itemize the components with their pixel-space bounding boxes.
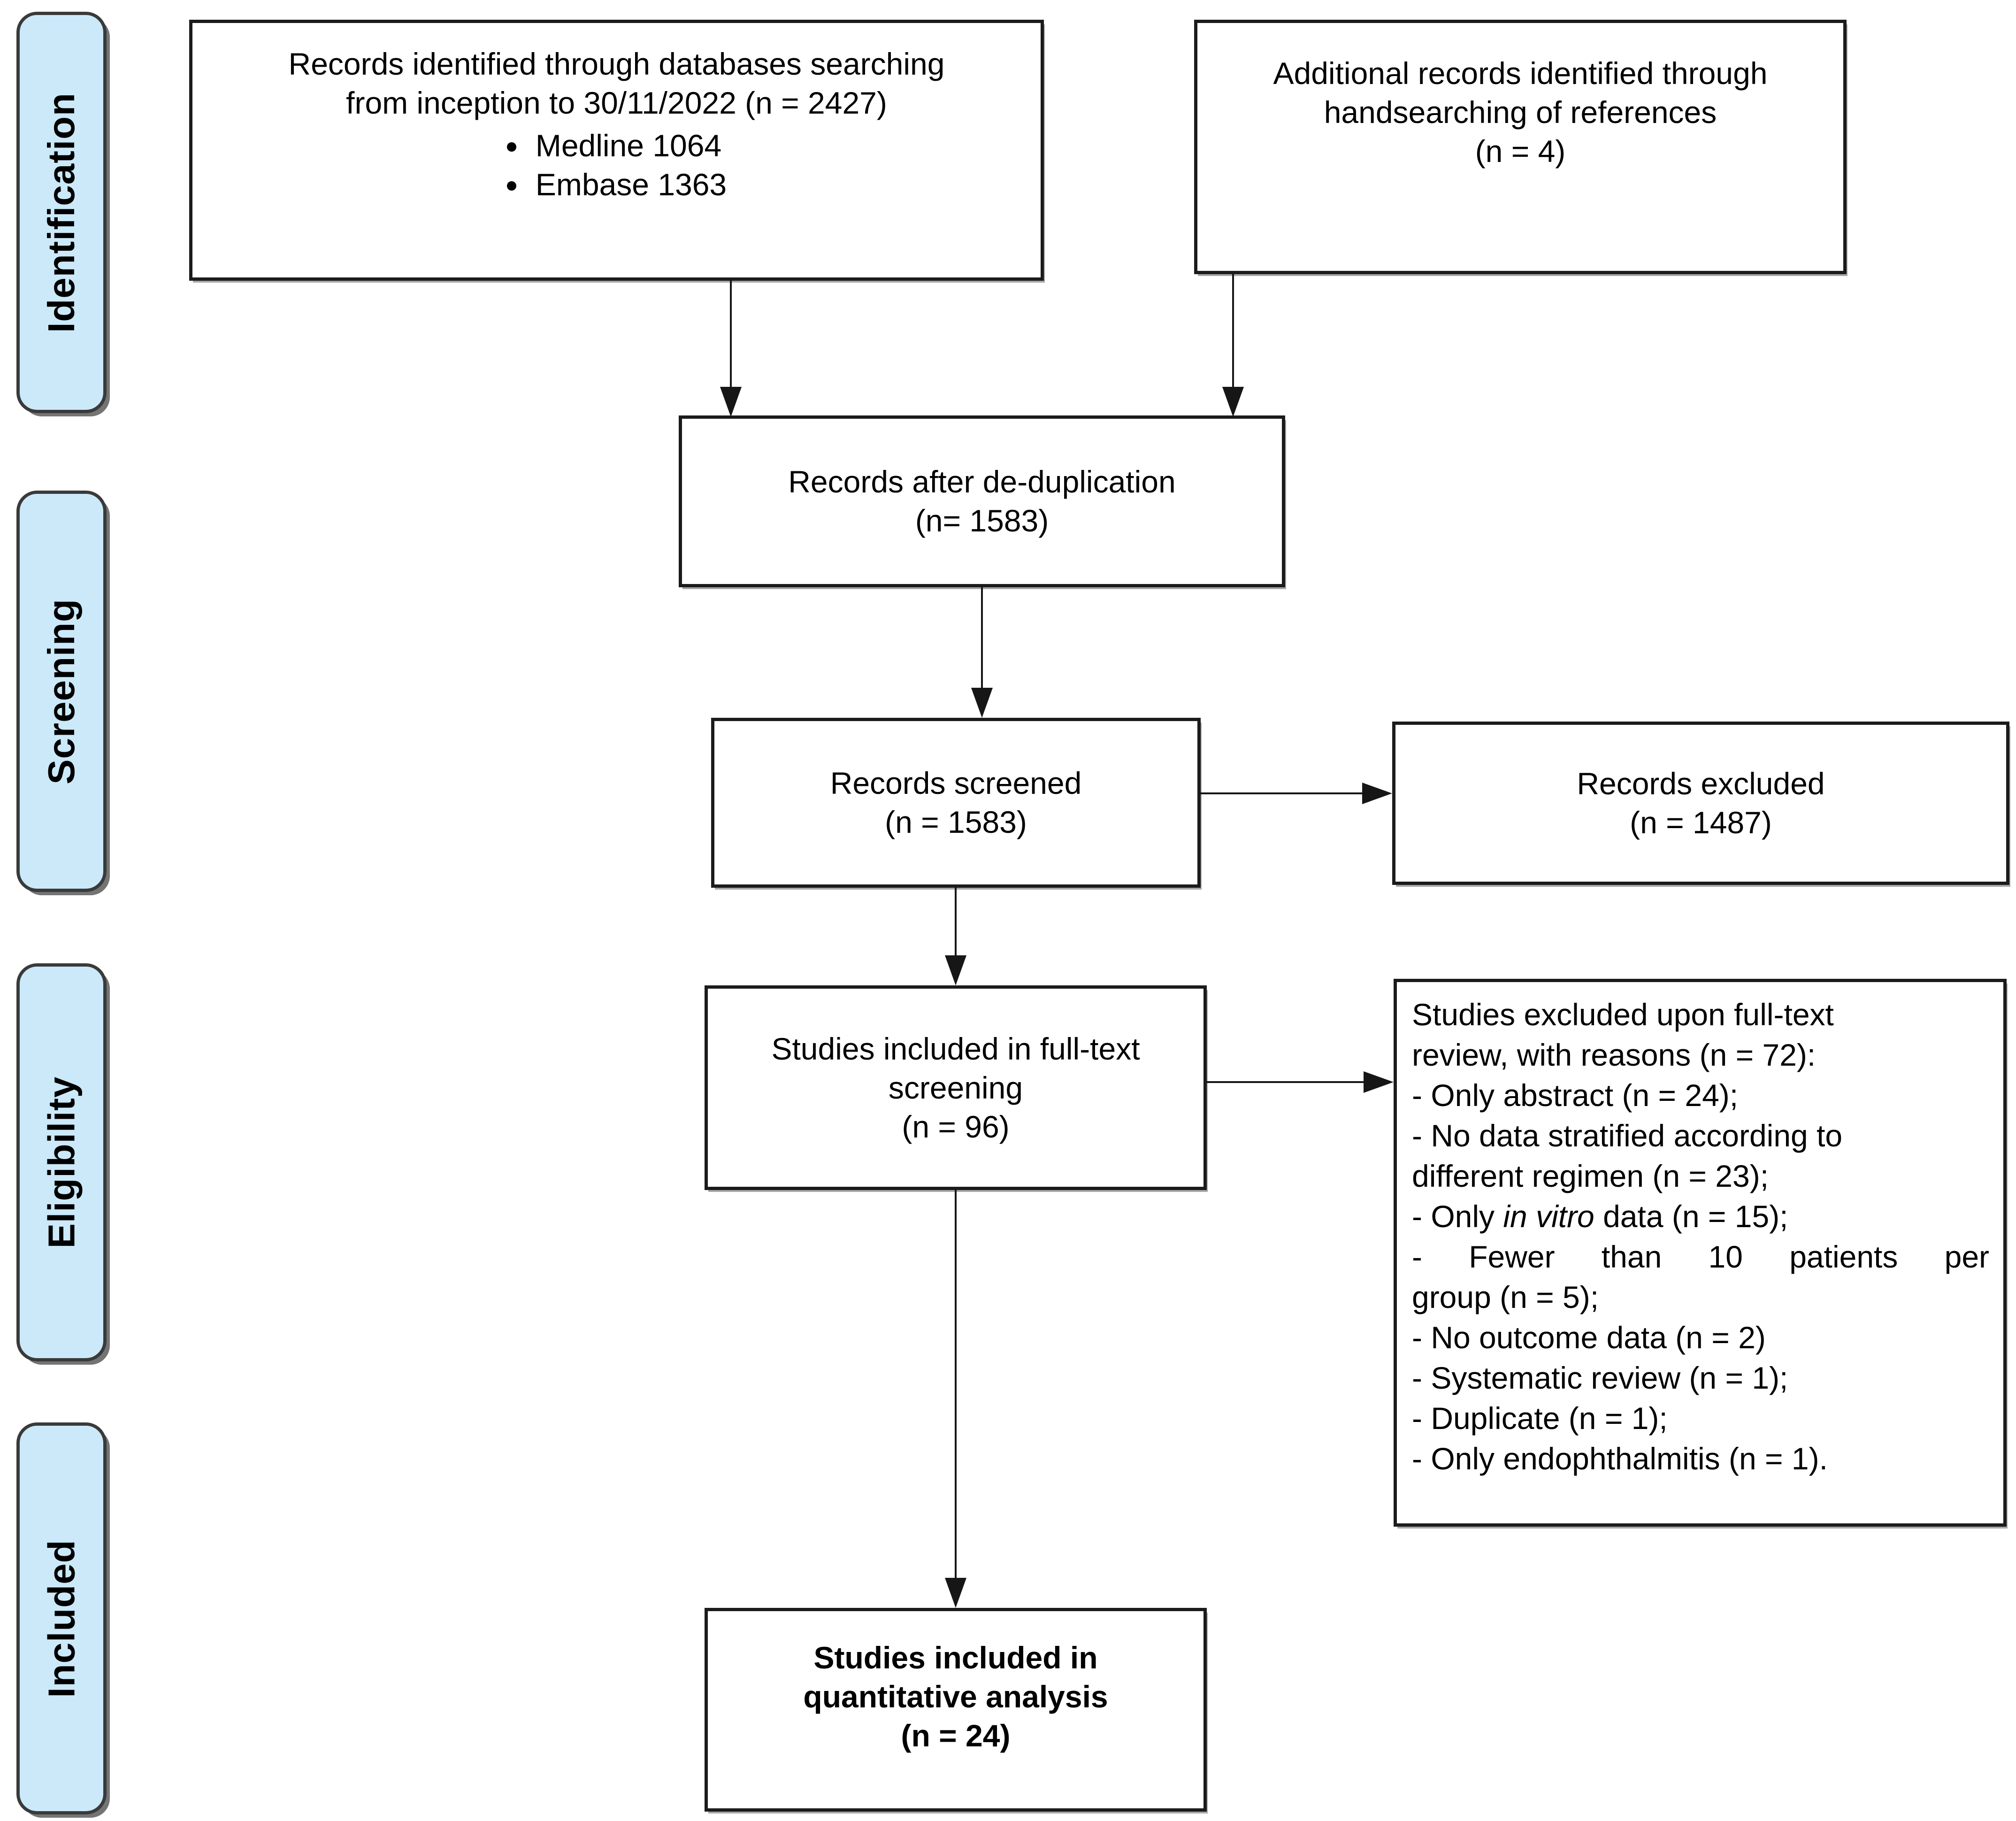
reason-in-vitro: - Only in vitro data (n = 15); (1412, 1196, 1989, 1237)
arrow-fulltext-to-reasons-line (1206, 1081, 1366, 1083)
box-records-excluded-line1: Records excluded (1577, 766, 1825, 801)
box-records-excluded: Records excluded (n = 1487) (1392, 722, 2009, 885)
stage-screening: Screening (16, 491, 107, 892)
stage-eligibility: Eligibility (16, 963, 107, 1361)
box-quantitative-analysis: Studies included in quantitative analysi… (705, 1608, 1207, 1812)
arrow-screened-to-excluded-line (1200, 792, 1365, 794)
stage-identification-label: Identification (40, 92, 82, 333)
reason-intro-line1: Studies excluded upon full-text (1412, 997, 1834, 1032)
stage-screening-label: Screening (40, 598, 83, 784)
arrow-screened-to-fulltext-head (945, 955, 966, 985)
box-deduplication-line1: Records after de-duplication (788, 464, 1176, 499)
reason-fewer-patients-line1: - Fewer than 10 patients per (1412, 1239, 1989, 1274)
arrow-screened-to-excluded-head (1362, 783, 1392, 804)
arrow-fulltext-to-reasons-head (1364, 1071, 1394, 1093)
database-bullet-list: Medline 1064 Embase 1363 (506, 126, 727, 204)
box-quantitative-analysis-line2: quantitative analysis (803, 1679, 1108, 1714)
bullet-embase: Embase 1363 (529, 165, 727, 204)
box-records-identified: Records identified through databases sea… (189, 20, 1044, 281)
stage-eligibility-label: Eligibility (40, 1076, 82, 1249)
reason-endophthalmitis: - Only endophthalmitis (n = 1). (1412, 1441, 1828, 1476)
box-records-screened: Records screened (n = 1583) (711, 718, 1201, 888)
box-additional-records: Additional records identified through ha… (1194, 20, 1847, 274)
reason-no-stratified-line2: different regimen (n = 23); (1412, 1159, 1769, 1193)
box-fulltext-screening-line1: Studies included in full-text (771, 1031, 1140, 1066)
arrow-fulltext-to-included-line (955, 1190, 957, 1579)
reason-duplicate: - Duplicate (n = 1); (1412, 1401, 1668, 1436)
reason-intro-line2: review, with reasons (n = 72): (1412, 1037, 1816, 1072)
stage-identification: Identification (16, 12, 107, 413)
stage-included: Included (16, 1422, 107, 1814)
box-exclusion-reasons: Studies excluded upon full-text review, … (1394, 979, 2007, 1527)
box-records-identified-line2: from inception to 30/11/2022 (n = 2427) (346, 85, 887, 120)
box-quantitative-analysis-line3: (n = 24) (901, 1718, 1011, 1753)
arrow-identified-to-dedup-line (730, 280, 732, 389)
box-records-screened-line1: Records screened (830, 766, 1082, 800)
reason-systematic-review: - Systematic review (n = 1); (1412, 1360, 1788, 1395)
box-quantitative-analysis-line1: Studies included in (813, 1640, 1098, 1675)
box-additional-records-line1: Additional records identified through (1273, 56, 1768, 91)
box-additional-records-line3: (n = 4) (1475, 134, 1566, 169)
reason-in-vitro-italic: in vitro (1503, 1199, 1594, 1234)
reason-in-vitro-post: data (n = 15); (1594, 1199, 1788, 1234)
box-records-screened-line2: (n = 1583) (885, 805, 1027, 839)
reason-in-vitro-pre: - Only (1412, 1199, 1503, 1234)
bullet-medline: Medline 1064 (529, 126, 727, 165)
arrow-dedup-to-screened-line (981, 587, 983, 689)
reason-fewer-patients-line2: group (n = 5); (1412, 1280, 1599, 1314)
box-deduplication-line2: (n= 1583) (915, 503, 1049, 538)
arrow-screened-to-fulltext-line (955, 887, 957, 957)
box-fulltext-screening: Studies included in full-text screening … (705, 985, 1207, 1190)
arrow-additional-to-dedup-head (1222, 387, 1244, 417)
box-records-excluded-line2: (n = 1487) (1630, 805, 1772, 840)
box-fulltext-screening-line3: (n = 96) (902, 1109, 1010, 1144)
stage-included-label: Included (40, 1539, 82, 1698)
box-additional-records-line2: handsearching of references (1324, 95, 1717, 130)
arrow-dedup-to-screened-head (971, 688, 993, 718)
arrow-additional-to-dedup-line (1232, 274, 1234, 389)
reason-only-abstract: - Only abstract (n = 24); (1412, 1078, 1739, 1113)
box-deduplication: Records after de-duplication (n= 1583) (679, 415, 1285, 587)
arrow-identified-to-dedup-head (720, 387, 742, 417)
arrow-fulltext-to-included-head (945, 1578, 966, 1608)
box-records-identified-line1: Records identified through databases sea… (288, 46, 945, 81)
box-fulltext-screening-line2: screening (888, 1070, 1023, 1105)
reason-no-outcome: - No outcome data (n = 2) (1412, 1320, 1766, 1355)
reason-no-stratified-line1: - No data stratified according to (1412, 1118, 1843, 1153)
